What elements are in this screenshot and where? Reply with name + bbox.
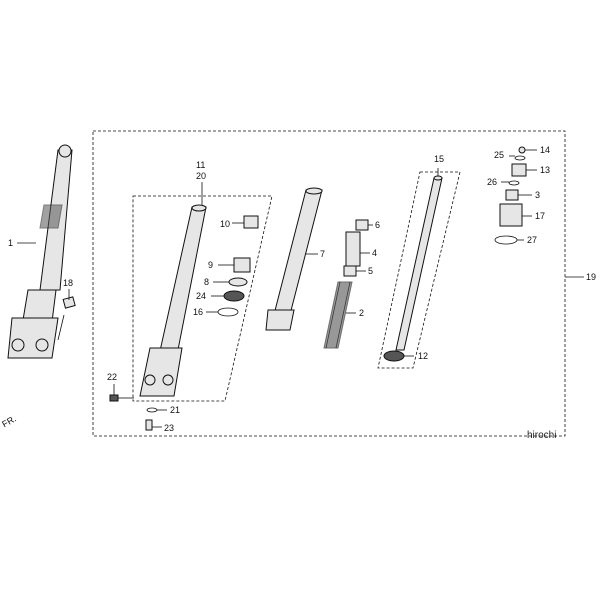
label-part-18: 18 xyxy=(63,278,73,288)
part-8-shape xyxy=(228,277,248,287)
label-part-25: 25 xyxy=(494,150,504,160)
fork-spring xyxy=(323,281,353,349)
label-part-5: 5 xyxy=(368,266,373,276)
part-17-shape xyxy=(499,203,523,227)
part-26-shape xyxy=(508,180,520,186)
part-22-shape xyxy=(109,394,134,402)
inner-tube xyxy=(265,187,323,331)
label-part-12: 12 xyxy=(418,351,428,361)
part-9-shape xyxy=(233,257,251,273)
watermark: hirochi xyxy=(527,430,556,441)
part-27-shape xyxy=(494,235,518,245)
label-part-22: 22 xyxy=(107,372,117,382)
part-24-shape xyxy=(223,290,245,302)
part-5-shape xyxy=(343,265,357,277)
part-13-shape xyxy=(511,163,527,177)
inner-assembly-frame xyxy=(132,195,273,402)
part-25-shape xyxy=(514,155,526,161)
part-18-shape xyxy=(62,296,76,309)
part-10-shape xyxy=(243,215,259,229)
orientation-marker: FR. xyxy=(0,413,18,429)
part-21-shape xyxy=(146,407,158,413)
part-12-shape xyxy=(383,350,405,362)
label-part-19: 19 xyxy=(586,272,596,282)
label-part-8: 8 xyxy=(204,277,209,287)
label-part-17: 17 xyxy=(535,211,545,221)
leader-lines xyxy=(17,149,584,428)
assembly-frame xyxy=(92,130,566,437)
label-part-21: 21 xyxy=(170,405,180,415)
label-part-6: 6 xyxy=(375,220,380,230)
damper-assembly-frame xyxy=(377,171,461,369)
label-part-27: 27 xyxy=(527,235,537,245)
label-part-7: 7 xyxy=(320,249,325,259)
part-14-shape xyxy=(518,146,526,154)
label-part-24: 24 xyxy=(196,291,206,301)
label-part-20: 20 xyxy=(196,171,206,181)
label-part-3: 3 xyxy=(535,190,540,200)
label-part-1: 1 xyxy=(8,238,13,248)
outer-tube xyxy=(139,204,207,397)
fork-assembly-complete xyxy=(7,144,73,359)
label-part-2: 2 xyxy=(359,308,364,318)
part-3-shape xyxy=(505,189,519,201)
part-4-shape xyxy=(345,231,361,267)
part-6-shape xyxy=(355,219,369,231)
part-16-shape xyxy=(217,307,239,317)
label-part-14: 14 xyxy=(540,145,550,155)
part-23-shape xyxy=(145,419,153,431)
label-part-16: 16 xyxy=(193,307,203,317)
label-part-15: 15 xyxy=(434,154,444,164)
label-part-26: 26 xyxy=(487,177,497,187)
label-part-9: 9 xyxy=(208,260,213,270)
label-part-13: 13 xyxy=(540,165,550,175)
damper-rod xyxy=(395,175,443,351)
label-part-4: 4 xyxy=(372,248,377,258)
label-part-23: 23 xyxy=(164,423,174,433)
label-part-11: 11 xyxy=(196,160,205,170)
label-part-10: 10 xyxy=(220,219,230,229)
